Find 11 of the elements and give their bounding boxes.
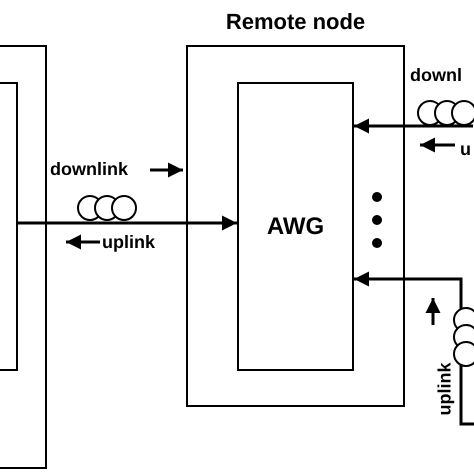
signal-label: downlink [50,160,128,178]
connector-arrow [354,118,473,134]
connector-arrow [18,216,237,230]
node-label: AWG [266,214,324,238]
signal-label: downl [410,66,462,84]
awg-box [237,82,354,371]
signal-label: u [460,140,471,158]
connector-arrow [354,272,474,426]
signal-label: uplink [102,233,155,251]
node-title: Remote node [226,11,366,33]
signal-label: uplink [436,362,454,416]
